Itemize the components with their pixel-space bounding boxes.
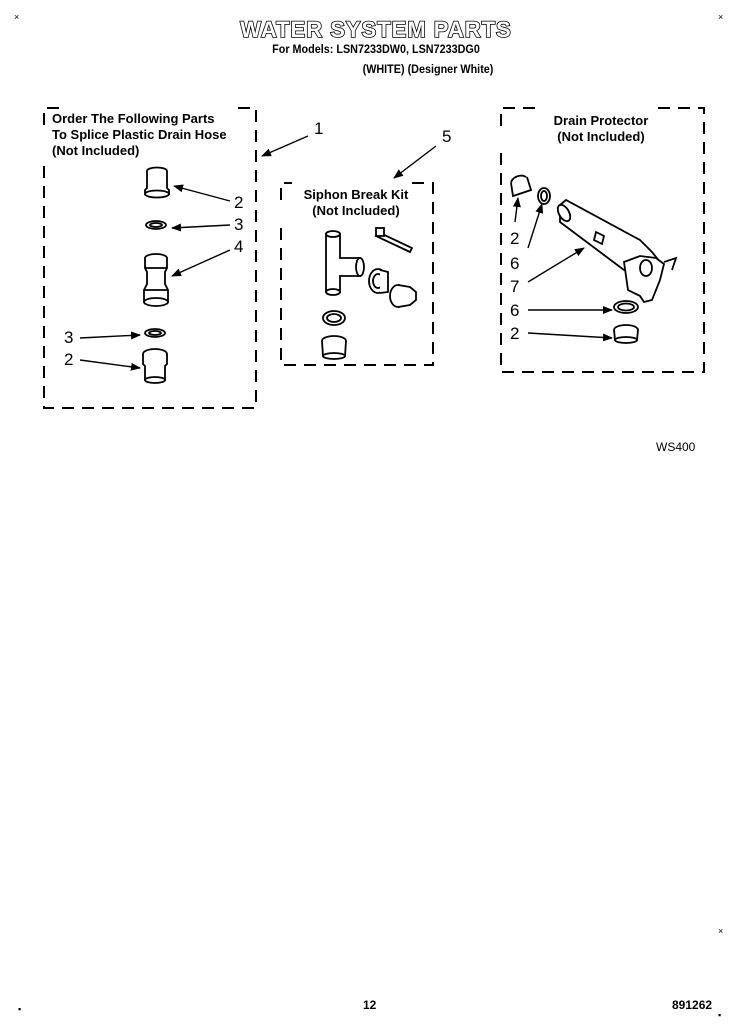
- siphon-group-label: Siphon Break Kit (Not Included): [280, 187, 432, 219]
- callout-3-bottom: 3: [64, 328, 74, 347]
- siphon-label-line-2: (Not Included): [312, 203, 400, 218]
- leader-7: [527, 247, 585, 283]
- registration-mark-bottom-right: ▪: [718, 1010, 722, 1020]
- callout-4: 4: [234, 237, 244, 256]
- leader-1: [261, 135, 309, 157]
- models-line: For Models: LSN7233DW0, LSN7233DG0: [272, 42, 480, 56]
- callout-7: 7: [510, 277, 520, 296]
- splice-label-line-3: (Not Included): [52, 143, 140, 158]
- leader-2-bottom: [79, 359, 141, 371]
- drain-label-line-2: (Not Included): [557, 129, 645, 144]
- splice-label-line-1: Order The Following Parts: [52, 111, 215, 126]
- drain-label-line-1: Drain Protector: [553, 113, 649, 128]
- callout-1: 1: [314, 119, 324, 138]
- siphon-parts: [321, 227, 417, 360]
- leader-6-drain-top: [527, 203, 544, 249]
- callout-6-drain-top: 6: [510, 254, 520, 273]
- siphon-label-line-1: Siphon Break Kit: [303, 187, 409, 202]
- callout-3-top: 3: [234, 215, 244, 234]
- page-number: 12: [363, 998, 377, 1012]
- registration-mark-bottom-left: ▪: [18, 1004, 22, 1014]
- leader-3-top: [171, 223, 231, 232]
- colors-line: (WHITE) (Designer White): [362, 62, 494, 76]
- splice-group-label: Order The Following Parts To Splice Plas…: [52, 111, 227, 159]
- page-title: WATER SYSTEM PARTS: [239, 16, 512, 43]
- registration-mark-right: ×: [718, 926, 724, 936]
- callout-2-top: 2: [234, 193, 244, 212]
- leader-2-top: [173, 184, 231, 202]
- diagram-code: WS400: [656, 440, 696, 454]
- splice-group-box: [43, 107, 64, 125]
- document-number: 891262: [672, 998, 713, 1012]
- callout-2-drain-bottom: 2: [510, 324, 520, 343]
- leader-2-drain-bottom: [527, 332, 613, 342]
- leader-3-bottom: [79, 331, 141, 340]
- registration-mark-top-right: ×: [718, 12, 724, 22]
- drain-group-label: Drain Protector (Not Included): [500, 113, 702, 145]
- splice-parts: [142, 166, 170, 384]
- leader-4: [171, 249, 231, 277]
- callout-6-drain-bottom: 6: [510, 301, 520, 320]
- splice-label-line-2: To Splice Plastic Drain Hose: [52, 127, 227, 142]
- leader-5: [393, 145, 437, 179]
- splice-group-box-right: [43, 107, 257, 409]
- leader-2-drain-top: [512, 197, 521, 223]
- callout-5: 5: [442, 127, 452, 146]
- siphon-group-box: [280, 182, 434, 366]
- registration-mark-top-left: ×: [14, 12, 20, 22]
- callout-2-bottom: 2: [64, 350, 74, 369]
- callout-2-drain-top: 2: [510, 229, 520, 248]
- drain-group-box: [500, 107, 705, 373]
- drain-parts: [510, 174, 678, 344]
